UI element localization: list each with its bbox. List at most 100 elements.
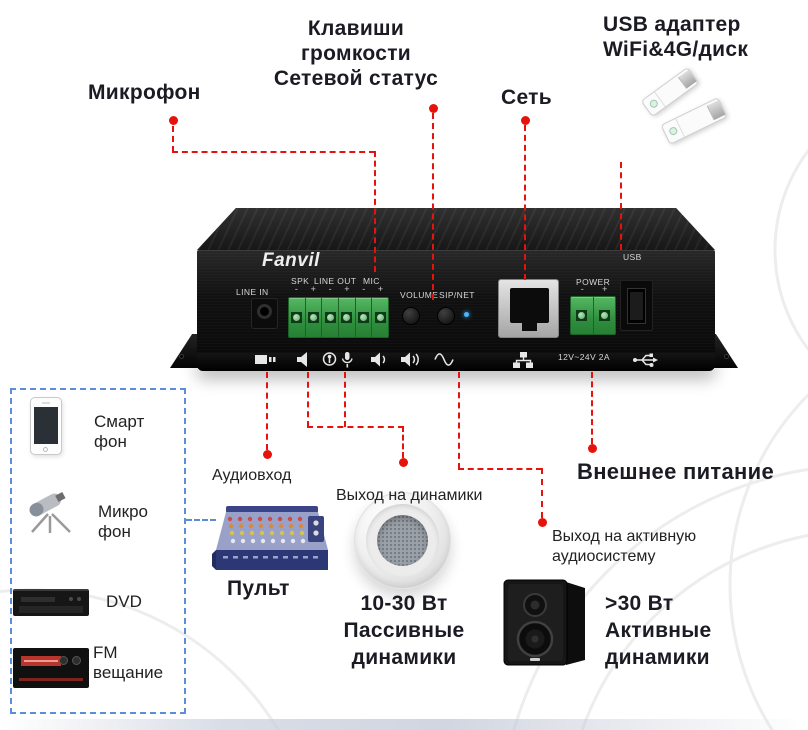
active-line-1: >30 Вт [605, 592, 674, 615]
peripheral-label-mixer: Пульт [227, 577, 290, 600]
terminal-pin [321, 298, 338, 337]
usb-tongue [630, 292, 643, 320]
floor-gradient-band [0, 719, 808, 730]
terminal-pin [354, 298, 372, 337]
power-rating-label: 12V~24V 2A [558, 352, 610, 362]
ethernet-slot [510, 288, 549, 323]
ethernet-port [498, 279, 559, 338]
polarity-row-6pin: - + - + - + [288, 285, 389, 294]
dvd-button [69, 597, 73, 601]
mic-icon [340, 351, 354, 369]
callout-usb-adapter: USB адаптер WiFi&4G/диск [603, 13, 749, 61]
smartphone-image [30, 397, 62, 455]
peripheral-label-active: >30 Вт Активные динамики [605, 590, 711, 671]
passive-line-1: 10-30 Вт [360, 592, 448, 615]
connector-dot-external-power [588, 444, 597, 453]
callout-network-status: Сетевой статус [273, 67, 439, 90]
connector-dot-audio-input [263, 450, 272, 459]
fm-tuner-image [13, 648, 89, 688]
jack-hole [257, 304, 272, 319]
connector-line [541, 468, 543, 518]
microphone-image [29, 491, 71, 533]
volume-button [402, 307, 420, 325]
line-out-label: LINE OUT [314, 276, 357, 286]
spk-icon [296, 351, 313, 368]
mic-label: MIC [363, 276, 380, 286]
connector-line-usb [620, 162, 622, 250]
active-speaker-image [503, 579, 585, 666]
callout-volume-keys: Клавиши громкости [300, 17, 412, 65]
connector-line [591, 372, 593, 444]
usb-stick-logo [667, 125, 679, 137]
phone-screen [34, 407, 58, 444]
ethernet-tab [522, 323, 537, 331]
callout-network: Сеть [501, 86, 552, 109]
terminal-pin [289, 298, 305, 337]
network-icon [512, 351, 534, 369]
source-label-microphone: Микрофон [98, 502, 149, 541]
connector-dot-network [521, 116, 530, 125]
polarity-mark: - [328, 284, 332, 294]
connector-line [172, 151, 375, 153]
connector-line [402, 426, 404, 458]
connector-dot-speaker-output [399, 458, 408, 467]
ear-screw-hole [179, 354, 184, 359]
polarity-mark: - [362, 284, 366, 294]
source-label-dvd: DVD [106, 592, 142, 611]
fm-stripe [19, 678, 83, 681]
wave-icon [434, 351, 454, 368]
audio-sources-box [10, 388, 186, 714]
passive-line-2: Пассивные [343, 619, 465, 642]
terminal-pin [571, 297, 593, 334]
source-label-smartphone: Смартфон [94, 412, 145, 451]
peripheral-label-passive: 10-30 Вт Пассивные динамики [336, 590, 472, 671]
connector-line [432, 113, 434, 300]
brand-logo: Fanvil [262, 250, 320, 271]
polarity-mark: + [602, 284, 608, 294]
ceiling-speaker-mesh [377, 515, 428, 566]
terminal-pin [304, 298, 322, 337]
polarity-mark: + [377, 284, 384, 294]
polarity-mark: - [294, 284, 298, 294]
dvd-tray [21, 597, 55, 602]
terminal-pin [371, 298, 388, 337]
connector-line [307, 372, 309, 427]
spk-label: SPK [291, 276, 310, 286]
source-label-fm: FM вещание [93, 643, 164, 682]
source-connector-line [186, 519, 216, 521]
ceiling-speaker-image [354, 492, 451, 589]
connector-line [266, 372, 268, 450]
line-in-jack [251, 298, 278, 329]
connector-line [307, 426, 404, 428]
device-top-face [197, 208, 715, 250]
polarity-mark: + [344, 284, 350, 294]
connector-line [374, 151, 376, 272]
mixer-image [212, 506, 328, 570]
phone-home-button [43, 447, 48, 452]
power-label: POWER [576, 277, 611, 287]
connector-dot-microphone [169, 116, 178, 125]
passive-line-3: динамики [351, 646, 457, 669]
connector-line [344, 372, 346, 427]
usb-stick-logo [648, 98, 660, 110]
usb-trident-icon [632, 351, 659, 369]
dvd-panel [19, 606, 83, 613]
callout-active-output: Выход на активную аудиосистему [552, 528, 697, 565]
phone-speaker-slit [42, 402, 50, 404]
usb-stick-seam [675, 118, 685, 138]
line-in-icon [254, 351, 280, 368]
usb-label: USB [623, 252, 642, 262]
terminal-block-6pin [288, 297, 389, 338]
volume-label: VOLUME [400, 290, 439, 300]
fm-display-line [24, 660, 58, 662]
callout-speaker-output: Выход на динамики [336, 487, 483, 504]
active-line-3: динамики [605, 646, 710, 669]
polarity-mark: + [310, 284, 316, 294]
polarity-mark: - [580, 284, 584, 294]
connector-dot-volume-keys [429, 104, 438, 113]
dvd-button [77, 597, 81, 601]
speaker-out-icon [370, 351, 390, 368]
dvd-player-image [13, 589, 89, 616]
status-led [464, 312, 469, 317]
